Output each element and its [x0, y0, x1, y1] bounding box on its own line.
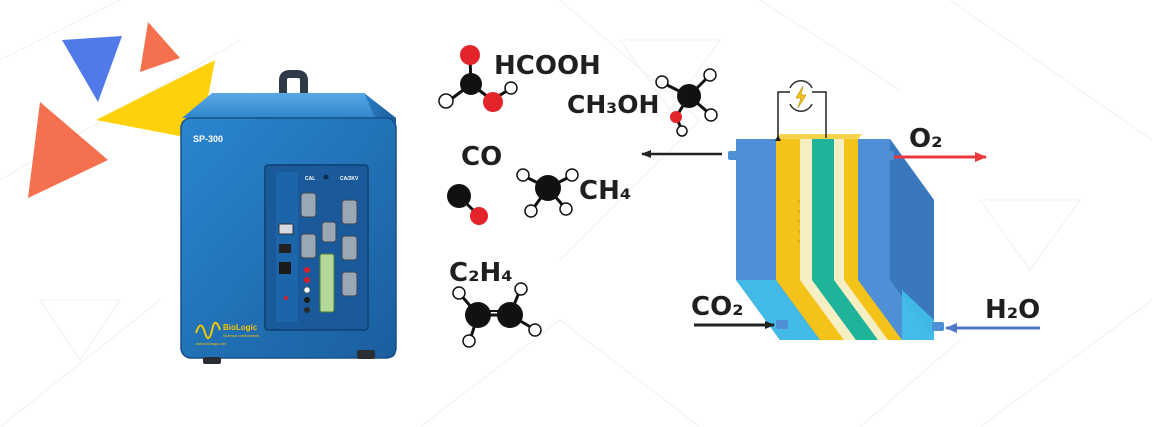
formula-carbon-monoxide: CO [461, 142, 502, 172]
left-top-port [728, 151, 740, 160]
logo-name: BioLogic [223, 323, 258, 332]
instrument-foot-left [203, 357, 221, 364]
instrument-top [182, 93, 396, 118]
power-source [789, 80, 813, 112]
electrochemical-cell [728, 80, 944, 340]
left-bottom-port [776, 320, 788, 329]
right-bottom-port [932, 322, 944, 331]
logo-tagline: Science Instruments [223, 333, 259, 338]
banana-jacks [284, 267, 311, 313]
molecule-methane [516, 168, 579, 218]
label-h2o: H₂O [985, 295, 1040, 325]
instrument-foot-right [357, 350, 375, 359]
panel-label-cal: CAL [305, 176, 315, 182]
lightning-icon [795, 85, 807, 109]
label-o2: O₂ [909, 124, 943, 154]
instrument-handle [279, 70, 308, 114]
terminal-strip [319, 253, 335, 313]
molecule-ethylene [452, 282, 542, 348]
deco-orange-triangle-large [28, 102, 108, 198]
molecule-carbon-monoxide [447, 184, 488, 225]
formula-ethylene: C₂H₄ [449, 258, 513, 288]
ethernet-port-icon [278, 223, 294, 235]
deco-blue-triangle [62, 36, 122, 102]
deco-orange-triangle-small [140, 22, 180, 72]
formula-methane: CH₄ [579, 176, 631, 206]
logo-url: www.biologic.net [196, 341, 227, 346]
electrical-lead-anode [812, 91, 827, 138]
right-top-port [882, 151, 894, 160]
formula-methanol: CH₃OH [567, 90, 659, 119]
refresh-arrows-icon [789, 80, 813, 112]
electrical-lead-cathode [775, 91, 790, 141]
molecule-formic-acid [438, 45, 518, 112]
usb-port-icon [279, 244, 291, 253]
sp300-instrument: SP-300 CAL CA/2KV [180, 70, 397, 364]
label-co2: CO₂ [691, 292, 744, 322]
biologic-logo-icon [195, 321, 221, 340]
molecule-methanol [655, 68, 718, 137]
db-connectors [300, 192, 358, 297]
formula-formic-acid: HCOOH [494, 51, 601, 81]
panel-label-ca2kv: CA/2KV [340, 176, 359, 182]
instrument-model-label: SP-300 [193, 134, 223, 144]
